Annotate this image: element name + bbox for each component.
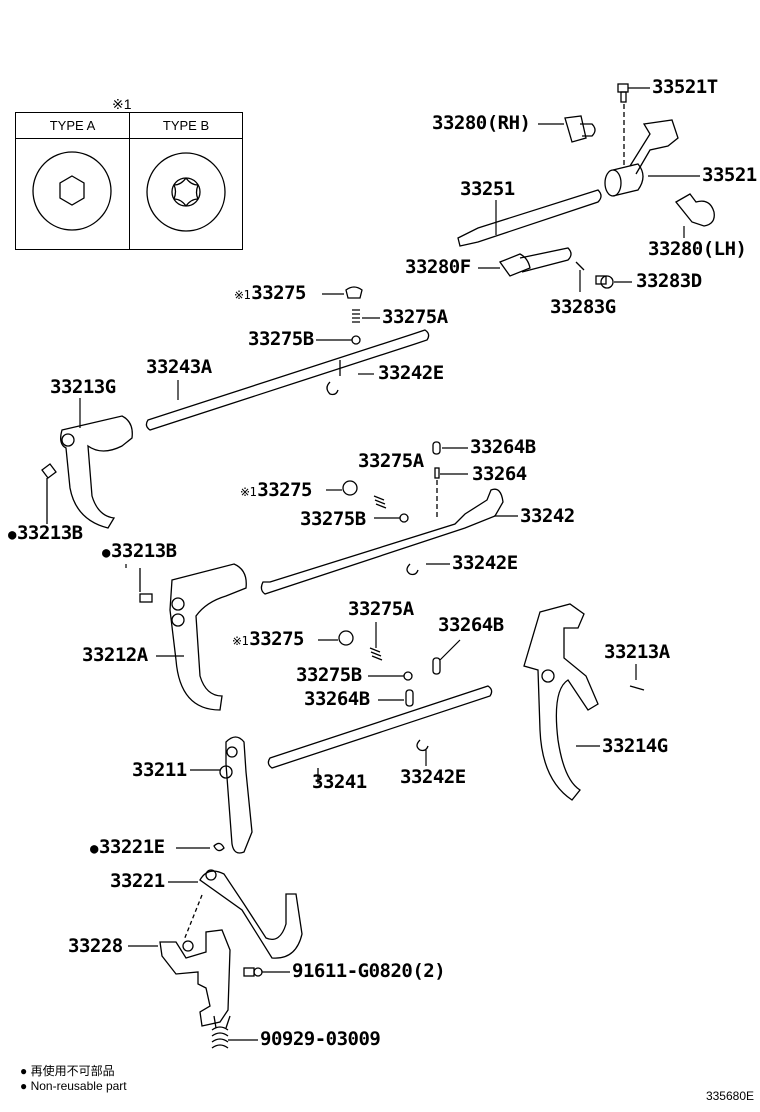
part-label-33211[interactable]: 33211 (132, 759, 187, 781)
figure-code: 335680E (705, 1089, 754, 1103)
bolt-33275-low-shape (338, 630, 354, 646)
part-number: 33213B (16, 522, 83, 544)
bolt-33275-mid-shape (342, 480, 358, 496)
part-label-33213A[interactable]: 33213A (604, 641, 670, 663)
bolt-33213B-left-shape (41, 463, 57, 524)
lever-33211-shape (219, 736, 253, 854)
part-label-33243A[interactable]: 33243A (146, 356, 212, 378)
legend-english: ● Non-reusable part (20, 1079, 127, 1093)
ball-33275B-mid-shape (399, 513, 409, 523)
part-label-33221E[interactable]: ●33221E (90, 838, 165, 857)
pin-33264B-low-shapes (405, 657, 441, 707)
type-table-title: ※1 (112, 96, 132, 112)
spring-33275A-mid-shape (373, 495, 387, 509)
clip-33221E-shape (213, 842, 225, 852)
ball-33275B-low-shape (403, 671, 413, 681)
part-label-33275B-low[interactable]: 33275B (296, 664, 362, 686)
part-number: 33213B (110, 540, 177, 562)
lever-33221-shape (183, 869, 303, 959)
type-a-label: TYPE A (49, 118, 96, 133)
part-label-33275-low[interactable]: ※133275 (232, 630, 304, 649)
part-label-33213B-mid[interactable]: ●33213B (102, 542, 177, 561)
hex-socket-head-icon (32, 151, 112, 231)
spring-33275A-low-shape (369, 647, 383, 661)
plug-33280LH-shape (675, 193, 715, 227)
part-number: 33275 (251, 282, 306, 304)
part-label-33283D[interactable]: 33283D (636, 270, 702, 292)
type-table: TYPE A TYPE B (15, 112, 243, 250)
part-label-33275-mid[interactable]: ※133275 (240, 481, 312, 500)
part-label-33212A[interactable]: 33212A (82, 644, 148, 666)
part-label-33241[interactable]: 33241 (312, 771, 367, 793)
part-label-33264[interactable]: 33264 (472, 463, 527, 485)
part-label-33242[interactable]: 33242 (520, 505, 575, 527)
rod-33242-shape (260, 441, 504, 595)
part-label-33280F[interactable]: 33280F (405, 256, 471, 278)
spring-33275A-top-shape (352, 309, 360, 323)
part-label-33221[interactable]: 33221 (110, 870, 165, 892)
part-label-33242E-low[interactable]: 33242E (400, 766, 466, 788)
part-label-33275B-top[interactable]: 33275B (248, 328, 314, 350)
part-label-33521T[interactable]: 33521T (652, 76, 718, 98)
part-label-33264B-low-right[interactable]: 33264B (438, 614, 504, 636)
rod-33241-shape (267, 685, 493, 784)
asterisk-1-marker: ※1 (240, 485, 257, 499)
spring-90929-shape (211, 1015, 231, 1049)
bolt-33521T-shape (617, 83, 629, 165)
lever-33521-shape (604, 119, 679, 197)
part-label-33280RH[interactable]: 33280(RH) (432, 112, 531, 134)
part-label-33283G[interactable]: 33283G (550, 296, 616, 318)
part-label-33242E-top[interactable]: 33242E (378, 362, 444, 384)
part-label-33213B-left[interactable]: ●33213B (8, 524, 83, 543)
type-b-label: TYPE B (162, 118, 210, 133)
bolt-33283D-shape (595, 275, 614, 289)
leader-lines (79, 87, 700, 1041)
non-reusable-dot-icon: ● (90, 841, 98, 857)
fork-33213G-shape (60, 415, 133, 529)
type-b-column: TYPE B (129, 113, 242, 249)
bolt-33275-top-shape (345, 286, 363, 299)
part-label-33242E-mid[interactable]: 33242E (452, 552, 518, 574)
bracket-33228-shape (159, 929, 231, 1027)
part-label-33251[interactable]: 33251 (460, 178, 515, 200)
fork-33214G-shape (523, 603, 645, 801)
part-label-33275A-top[interactable]: 33275A (382, 306, 448, 328)
type-a-column: TYPE A (16, 113, 129, 249)
part-label-90929-03009[interactable]: 90929-03009 (260, 1028, 381, 1050)
part-label-33275A-mid[interactable]: 33275A (358, 450, 424, 472)
rod-33243A-shape (145, 329, 430, 431)
asterisk-1-marker: ※1 (234, 288, 251, 302)
torx-socket-head-icon (146, 152, 226, 232)
non-reusable-dot-icon: ● (102, 545, 110, 561)
ball-33275B-top-shape (351, 335, 361, 345)
part-label-33214G[interactable]: 33214G (602, 735, 668, 757)
part-label-33275B-mid[interactable]: 33275B (300, 508, 366, 530)
part-number: 33275 (249, 628, 304, 650)
pin-33283G-shape (575, 261, 585, 271)
plug-33280RH-shape (564, 115, 596, 143)
fork-33212A-shape (169, 563, 247, 711)
part-number: 33221E (98, 836, 165, 858)
part-label-91611-G0820[interactable]: 91611-G0820(2) (292, 960, 446, 982)
bolt-33213B-mid-shape (139, 568, 153, 603)
legend-japanese: ● 再使用不可部品 (20, 1064, 115, 1078)
part-label-33264B-mid[interactable]: 33264B (470, 436, 536, 458)
part-label-33264B-low-left[interactable]: 33264B (304, 688, 370, 710)
asterisk-1-marker: ※1 (232, 634, 249, 648)
non-reusable-dot-icon: ● (8, 527, 16, 543)
part-label-33213G[interactable]: 33213G (50, 376, 116, 398)
part-label-33275-top[interactable]: ※133275 (234, 284, 306, 303)
shaft-33251-shape (457, 189, 602, 247)
part-number: 33275 (257, 479, 312, 501)
part-label-33228[interactable]: 33228 (68, 935, 123, 957)
bolt-91611-shape (243, 967, 263, 977)
part-label-33521[interactable]: 33521 (702, 164, 757, 186)
part-label-33280LH[interactable]: 33280(LH) (648, 238, 747, 260)
part-label-33275A-low[interactable]: 33275A (348, 598, 414, 620)
plug-33280F-shape (498, 247, 572, 277)
